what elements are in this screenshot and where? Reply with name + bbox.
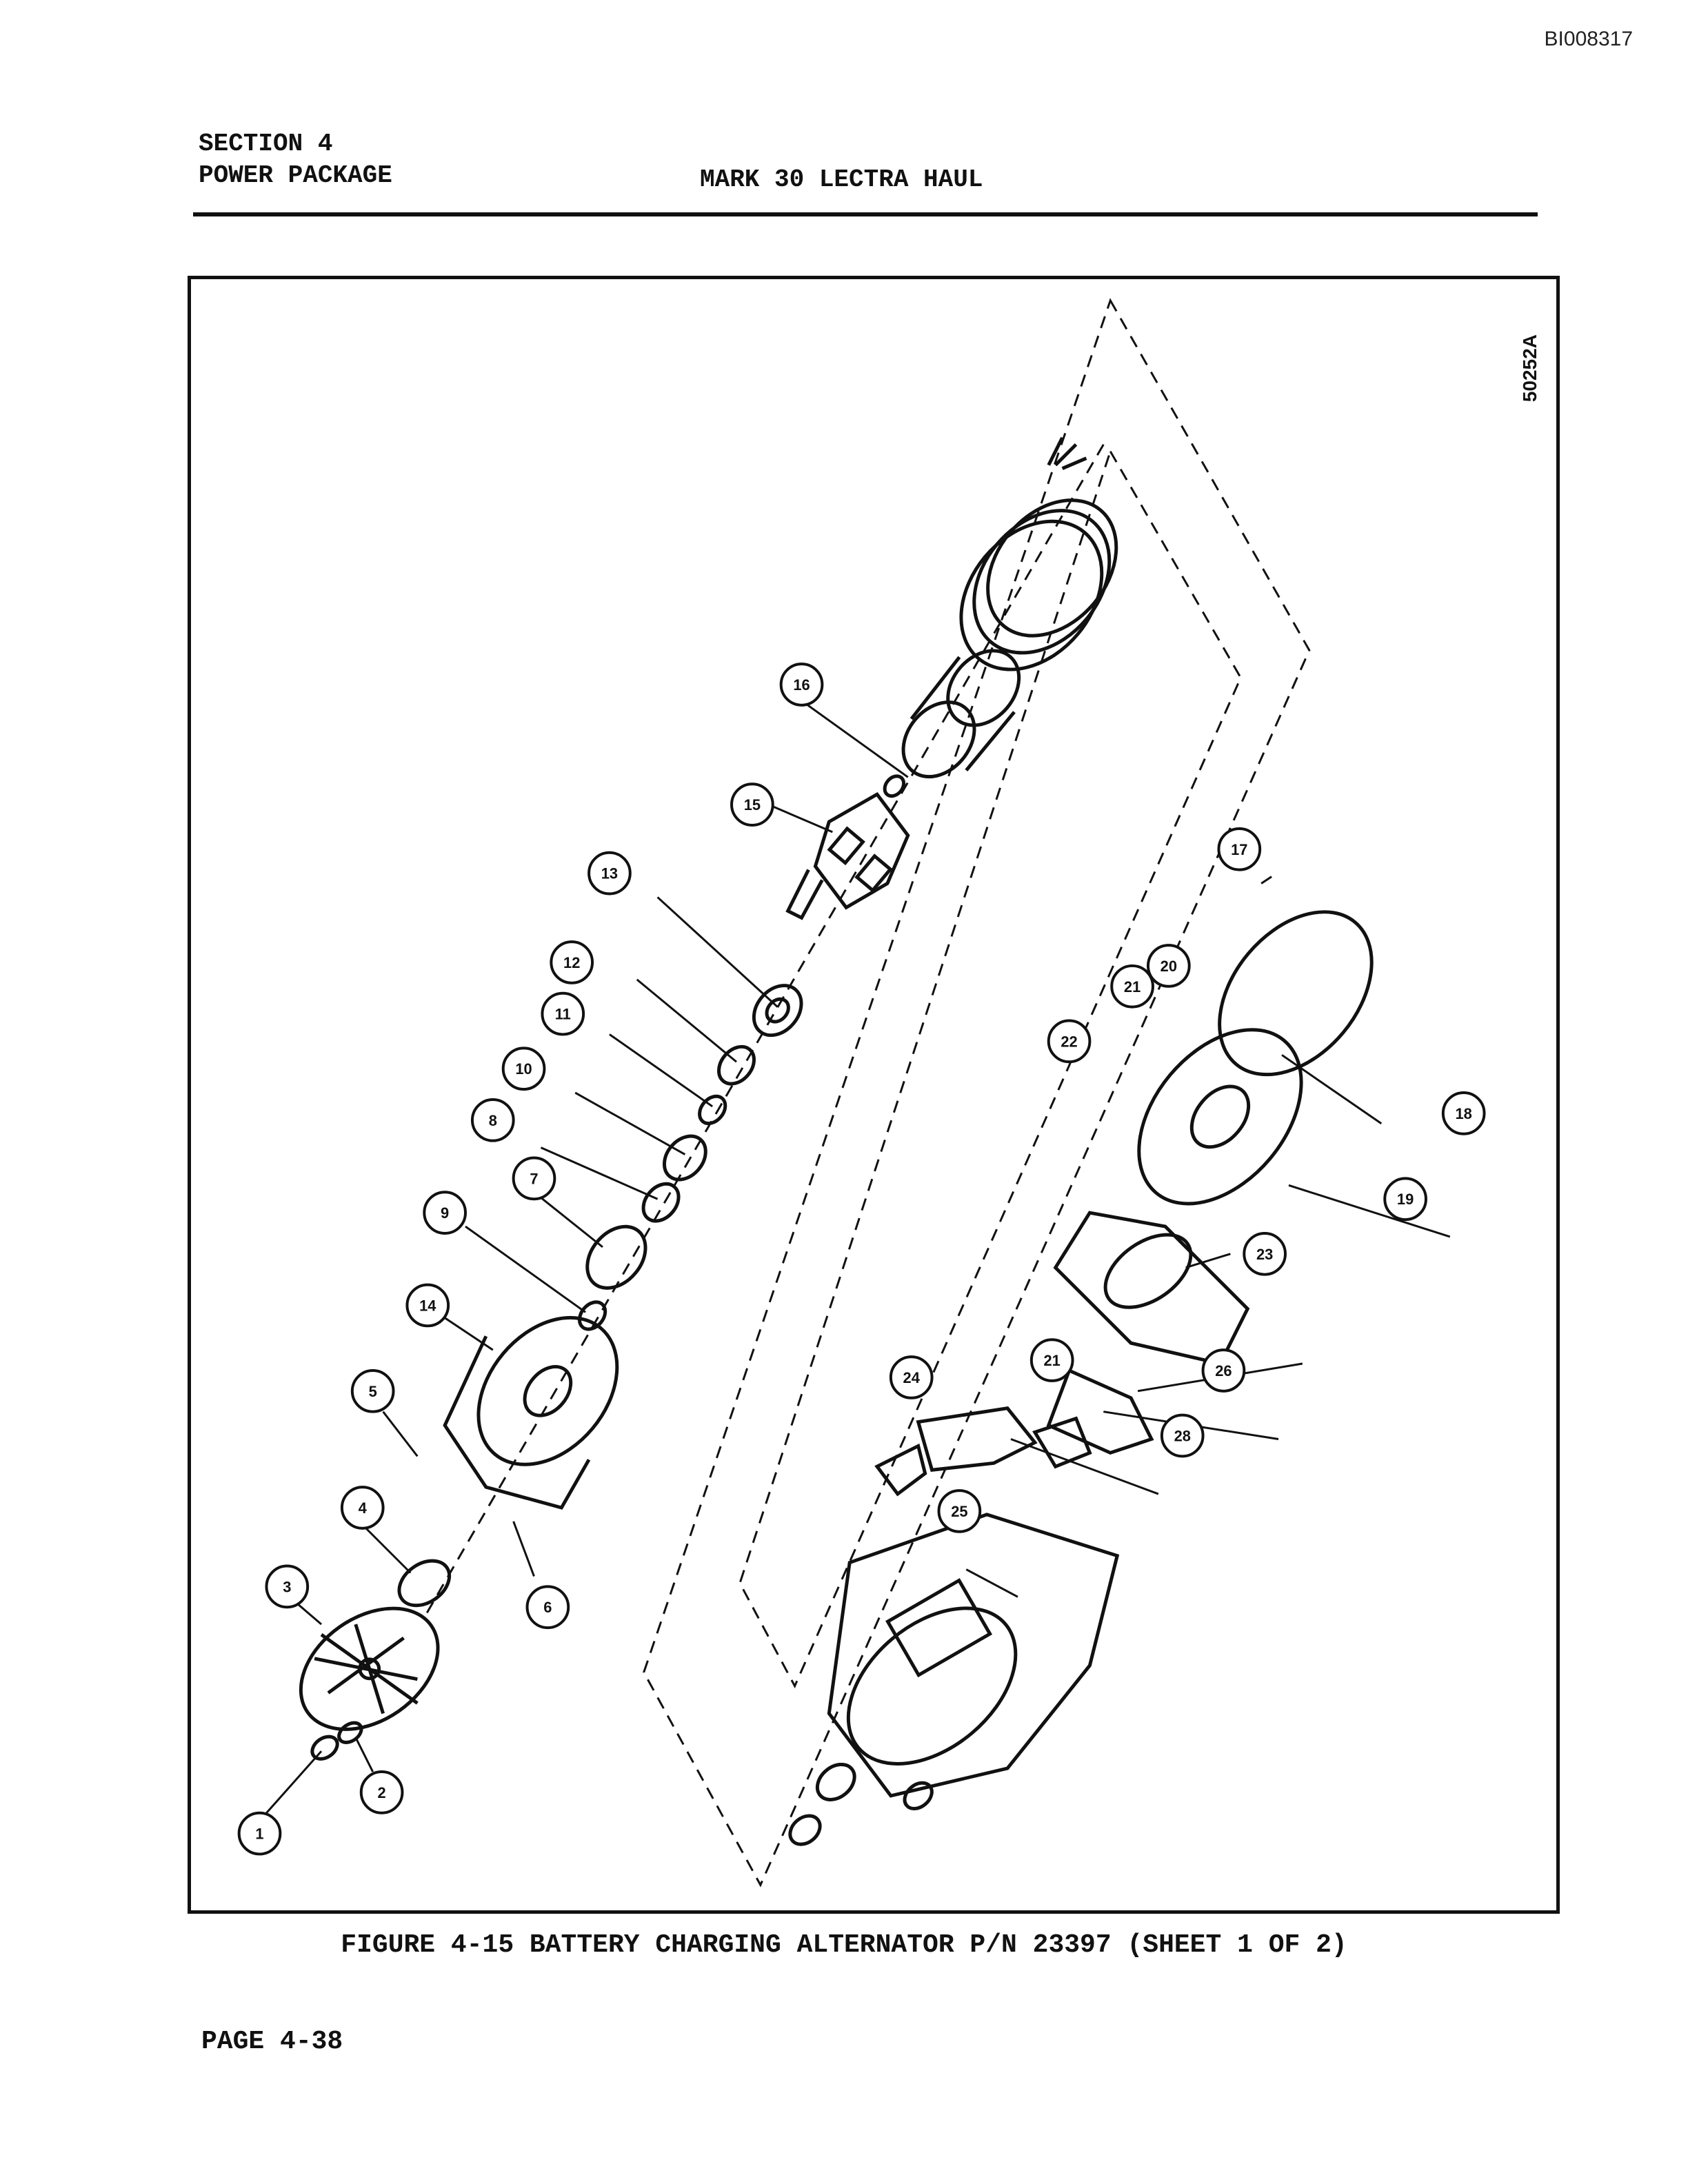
callout-23: 23 (1243, 1231, 1287, 1276)
section-heading: SECTION 4 POWER PACKAGE (199, 128, 392, 192)
figure-frame: 1 2 3 4 5 6 7 8 9 10 11 12 13 14 15 16 1… (188, 276, 1560, 1914)
fan-drawing (299, 1606, 440, 1731)
assembly-outline-inner (738, 449, 1242, 1689)
header-divider (193, 212, 1538, 216)
callout-7: 7 (512, 1156, 556, 1201)
callout-24: 24 (889, 1355, 934, 1399)
svg-text:6: 6 (543, 1599, 552, 1616)
callout-20: 20 (1147, 944, 1191, 988)
svg-text:20: 20 (1160, 958, 1177, 975)
callout-22: 22 (1047, 1019, 1092, 1064)
svg-text:8: 8 (489, 1112, 497, 1129)
svg-text:2: 2 (378, 1784, 386, 1801)
callout-5: 5 (350, 1368, 395, 1413)
page-header-title: MARK 30 LECTRA HAUL (700, 165, 983, 194)
callout-14: 14 (405, 1283, 450, 1328)
callout-12: 12 (550, 940, 594, 984)
section-name: POWER PACKAGE (199, 161, 392, 190)
svg-text:1: 1 (255, 1826, 263, 1843)
callout-19: 19 (1383, 1177, 1427, 1222)
svg-text:11: 11 (555, 1006, 571, 1023)
callout-25: 25 (937, 1489, 982, 1533)
svg-text:21: 21 (1044, 1352, 1061, 1369)
svg-text:3: 3 (283, 1578, 291, 1595)
callout-13: 13 (587, 851, 632, 896)
end-bearing-drawing (815, 1762, 856, 1801)
rotor-drawing (883, 649, 1021, 798)
callout-28: 28 (1160, 1413, 1205, 1458)
leader-lines (265, 697, 1451, 1814)
document-id: BI008317 (1544, 28, 1633, 50)
callout-21a: 21 (1110, 964, 1154, 1009)
svg-text:25: 25 (951, 1503, 967, 1520)
stator-assembly-drawing (959, 436, 1118, 671)
svg-text:16: 16 (793, 676, 810, 694)
svg-text:22: 22 (1061, 1033, 1077, 1050)
drawing-number: 50252A (1519, 334, 1540, 403)
callout-9: 9 (423, 1191, 467, 1235)
svg-text:7: 7 (530, 1170, 538, 1187)
callout-18: 18 (1441, 1091, 1486, 1135)
svg-text:24: 24 (903, 1369, 921, 1386)
callout-21b: 21 (1029, 1338, 1074, 1382)
callout-1: 1 (237, 1811, 282, 1856)
svg-text:21: 21 (1124, 978, 1141, 995)
svg-text:17: 17 (1231, 841, 1247, 858)
pulley-nut-drawing (310, 1735, 339, 1761)
callout-15: 15 (730, 782, 774, 827)
brush-holder-drawing (874, 1406, 1038, 1497)
callout-2: 2 (359, 1770, 404, 1814)
callout-8: 8 (470, 1098, 515, 1142)
callout-4: 4 (340, 1486, 385, 1530)
drive-end-housing-drawing (443, 1315, 619, 1510)
svg-text:19: 19 (1397, 1191, 1414, 1208)
svg-text:4: 4 (359, 1499, 368, 1517)
section-number: SECTION 4 (199, 130, 333, 158)
insulator-plate-drawing (1053, 1211, 1250, 1366)
svg-text:13: 13 (601, 865, 618, 882)
bearing-stack-drawing (577, 984, 803, 1331)
end-cap-drawing (903, 1781, 934, 1810)
svg-text:9: 9 (441, 1204, 449, 1222)
figure-caption: FIGURE 4-15 BATTERY CHARGING ALTERNATOR … (341, 1930, 1347, 1960)
callout-16: 16 (779, 663, 824, 707)
callout-26: 26 (1201, 1348, 1246, 1393)
svg-text:23: 23 (1256, 1246, 1273, 1263)
callout-10: 10 (501, 1046, 546, 1091)
exploded-parts-drawing: 1 2 3 4 5 6 7 8 9 10 11 12 13 14 15 16 1… (237, 298, 1486, 1888)
axis-line-main (423, 444, 1105, 1618)
rotor-shaft-drawing (785, 791, 910, 920)
callout-6: 6 (525, 1585, 570, 1630)
page-number: PAGE 4-38 (201, 2027, 343, 2056)
svg-text:26: 26 (1215, 1362, 1232, 1379)
svg-text:10: 10 (515, 1060, 532, 1078)
slip-ring-end-housing-drawing (827, 1513, 1120, 1798)
svg-text:15: 15 (744, 796, 761, 813)
end-seal-drawing (788, 1814, 822, 1846)
lock-washer-drawing (337, 1721, 363, 1744)
callout-3: 3 (265, 1564, 310, 1609)
rectifier-assembly-drawing (1137, 1028, 1303, 1206)
svg-text:18: 18 (1456, 1105, 1472, 1122)
regulator-drawing (1032, 1368, 1154, 1469)
callout-11: 11 (541, 991, 585, 1036)
svg-text:5: 5 (369, 1383, 377, 1400)
callout-17: 17 (1217, 827, 1262, 871)
end-cover-drawing (1218, 910, 1374, 1077)
svg-text:28: 28 (1174, 1427, 1191, 1444)
svg-text:14: 14 (419, 1297, 436, 1314)
assembly-outline-outer (643, 298, 1311, 1888)
fan-spacer-drawing (397, 1559, 452, 1608)
svg-text:12: 12 (563, 954, 580, 971)
